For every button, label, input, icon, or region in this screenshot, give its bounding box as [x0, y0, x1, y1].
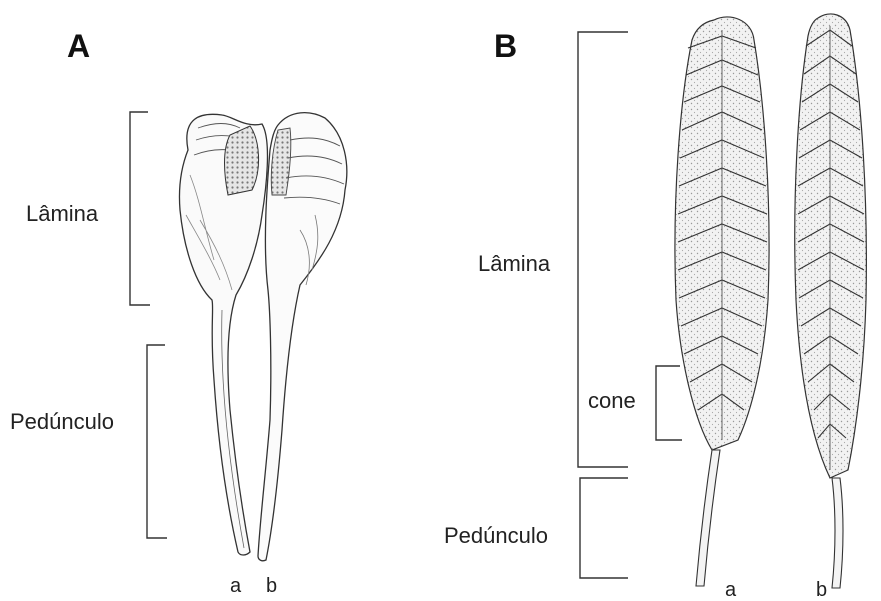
panel-b-specimen-b — [795, 14, 867, 588]
panel-b-cone-bracket — [656, 366, 682, 440]
panel-b-view-b-label: b — [816, 580, 827, 600]
panel-a-drawing — [130, 112, 347, 561]
panel-b-cone-label: cone — [588, 390, 636, 412]
panel-b-peduncle-label: Pedúnculo — [444, 525, 548, 547]
panel-a-view-b-label: b — [266, 576, 277, 596]
panel-a-lamina-bracket — [130, 112, 150, 305]
panel-b-drawing — [578, 14, 866, 588]
panel-a-lamina-label: Lâmina — [26, 203, 98, 225]
panel-a-peduncle-label: Pedúnculo — [10, 411, 114, 433]
panel-b-view-a-label: a — [725, 580, 736, 600]
panel-a-peduncle-bracket — [147, 345, 167, 538]
panel-b-lamina-label: Lâmina — [478, 253, 550, 275]
panel-a-letter: A — [67, 30, 90, 62]
panel-a-specimen-b — [258, 113, 347, 561]
panel-a-view-a-label: a — [230, 576, 241, 596]
panel-a-specimen-a — [179, 114, 267, 555]
panel-b-peduncle-bracket — [580, 478, 628, 578]
panel-b-specimen-a — [675, 17, 769, 586]
panel-b-letter: B — [494, 30, 517, 62]
